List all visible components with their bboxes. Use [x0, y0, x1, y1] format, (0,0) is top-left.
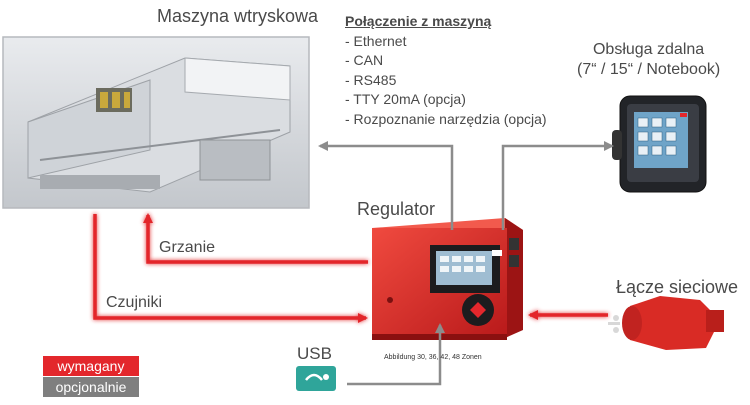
regulator-caption: Abbildung 30, 36, 42, 48 Zonen [384, 354, 482, 361]
connection-title: Połączenie z maszyną [345, 13, 492, 29]
legend-required: wymagany [43, 356, 139, 376]
remote-panel-image [612, 95, 707, 193]
connection-item-rs485: - RS485 [345, 71, 397, 88]
connection-item-ethernet: - Ethernet [345, 32, 407, 49]
regulator-label: Regulator [357, 199, 436, 219]
machine-image [2, 36, 310, 209]
connection-list: Połączenie z maszyną - Ethernet - CAN - … [345, 12, 547, 129]
connection-item-tool-recognition: - Rozpoznanie narzędzia (opcja) [345, 110, 547, 127]
usb-arrow [347, 323, 445, 386]
connection-item-tty: - TTY 20mA (opcja) [345, 91, 466, 107]
remote-title: Obsługa zdalna [592, 41, 705, 58]
power-label: Łącze sieciowe [616, 277, 739, 297]
power-plug-image [608, 296, 724, 350]
machine-label: Maszyna wtryskowa [157, 6, 319, 26]
heating-arrow [143, 213, 368, 264]
remote-label: Obsługa zdalna (7“ / 15“ / Notebook) [577, 40, 720, 80]
regulator-image [372, 218, 523, 340]
usb-stick-image [296, 366, 336, 391]
connection-item-can: - CAN [345, 52, 384, 68]
heating-label: Grzanie [159, 239, 216, 256]
connection-remote-arrow [501, 141, 614, 230]
sensors-arrow [93, 214, 368, 323]
usb-label: USB [297, 344, 332, 363]
sensors-label: Czujniki [106, 294, 163, 311]
legend-optional: opcjonalnie [43, 377, 139, 397]
connection-machine-arrow [318, 141, 454, 230]
remote-subtitle: (7“ / 15“ / Notebook) [577, 61, 721, 78]
